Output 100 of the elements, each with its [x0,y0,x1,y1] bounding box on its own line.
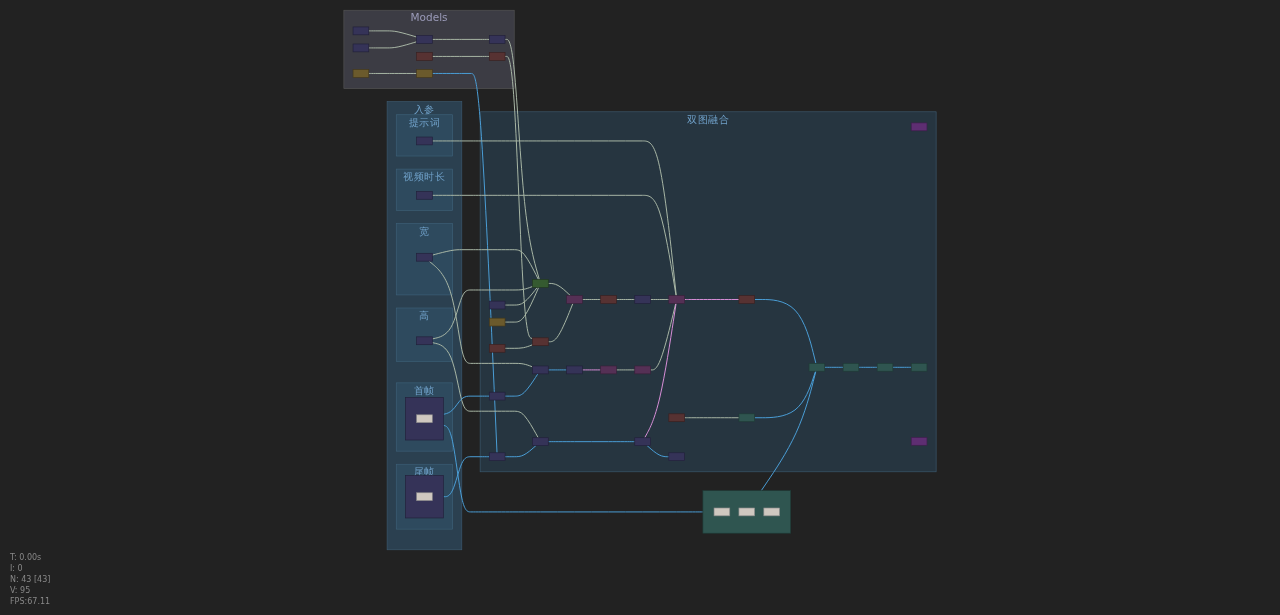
node-box [668,452,685,461]
connector [431,285,534,340]
connector [754,299,817,364]
cluster [405,397,444,441]
connector [824,366,844,368]
connector [442,395,490,415]
node-box [489,52,506,61]
connector [892,366,912,368]
node-box [416,191,433,200]
cluster: 双图融合 [479,111,937,473]
node-box [532,365,549,375]
connector [504,38,540,280]
node-box [668,413,685,422]
node-box [416,35,433,44]
cluster: 高 [395,307,453,362]
node-box [738,507,755,517]
stats-text: V: 95 [10,585,32,596]
node-box [876,363,894,372]
node-box [489,391,506,401]
connector [442,424,704,513]
node-box [416,336,433,346]
cluster: Models [343,9,515,89]
node-box [416,252,433,262]
connector [431,249,539,280]
node-box [489,344,506,353]
connector [858,366,878,368]
connector [644,302,677,439]
stats-text: T: 0.00s [10,552,43,563]
cluster: 提示词 [395,114,453,157]
connector [504,344,534,349]
connector [368,30,418,38]
connector [431,72,498,454]
node-box [416,136,433,146]
node-box [416,69,433,78]
node-box [416,492,433,501]
cluster: 视频时长 [395,168,453,211]
connector [504,55,534,340]
node-box [634,365,651,375]
connector [760,370,817,492]
cluster: 尾帧 [395,463,453,530]
connector [442,456,490,498]
connector [547,441,636,443]
node-box [416,52,433,61]
connector [615,299,636,300]
connector [431,140,677,297]
stats-text: N: 43 [43] [10,574,51,585]
node-box [489,452,506,461]
node-box [910,122,928,132]
connector [431,342,539,439]
cluster [702,490,791,534]
node-box [763,507,780,517]
connector [650,299,670,300]
node-box [910,437,928,446]
connector [615,369,636,371]
node-box [713,507,731,517]
connector [431,194,677,297]
connector [428,260,534,368]
connector [754,370,817,419]
node-box [668,295,685,304]
connector [431,38,490,40]
connector [504,286,540,323]
node-box [808,363,826,372]
node-box [634,437,651,446]
connector [684,299,740,300]
connector [547,302,574,343]
node-box [489,300,506,310]
connector [504,373,539,397]
node-box [566,295,583,304]
connector [684,417,740,419]
node-box [416,414,433,423]
node-box [600,365,617,375]
stats-text: I: 0 [10,563,24,574]
node-box [738,413,755,422]
node-box [532,437,549,446]
node-box [532,337,549,346]
connector [547,369,568,371]
connector [431,55,490,57]
cluster: 宽 [395,223,453,296]
node-box [352,43,370,53]
stats-text: FPS:67.11 [10,596,51,607]
cluster: 首帧 [395,382,453,452]
connector [581,299,602,300]
connector [368,72,418,74]
node-box [532,279,549,288]
cluster [405,475,444,519]
node-box [566,365,583,375]
node-box [352,26,370,36]
node-box [489,35,506,44]
connector [547,282,571,297]
node-box [842,363,860,372]
node-box [489,317,506,327]
connector [504,445,537,458]
node-box [634,295,651,304]
connector [581,369,602,371]
connector [504,286,538,306]
node-box [600,295,617,304]
connector [368,41,418,49]
connector [646,445,670,458]
node-box [352,69,370,78]
node-box [910,363,928,372]
